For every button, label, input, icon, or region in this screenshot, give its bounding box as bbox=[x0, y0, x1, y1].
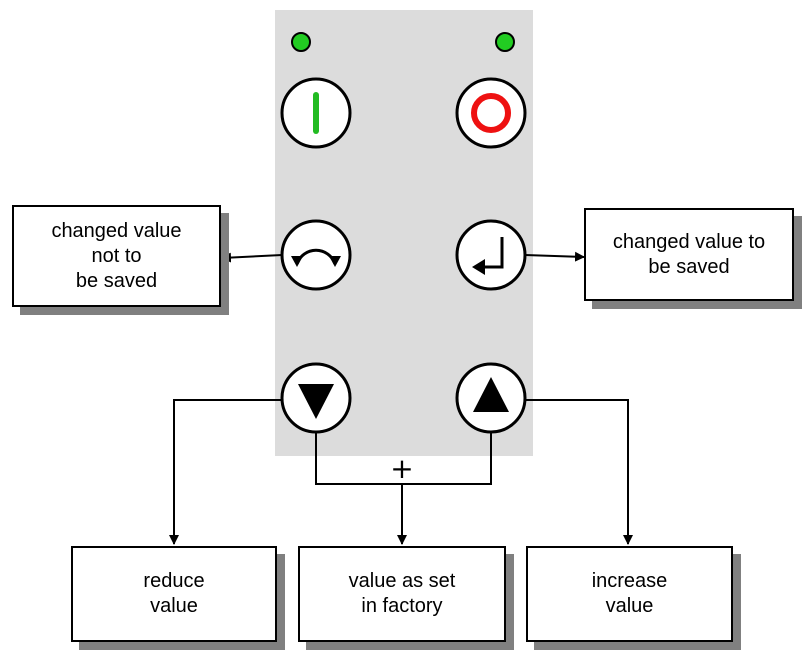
saved-box: changed value to be saved bbox=[584, 208, 794, 301]
not-saved-box: changed value not to be saved bbox=[12, 205, 221, 307]
reduce-value-box: reduce value bbox=[71, 546, 277, 642]
down-button[interactable] bbox=[280, 362, 352, 434]
enter-button[interactable] bbox=[455, 219, 527, 291]
arrow-not-saved bbox=[221, 252, 283, 263]
start-button[interactable] bbox=[280, 77, 352, 149]
cancel-button[interactable] bbox=[280, 219, 352, 291]
increase-value-box: increase value bbox=[526, 546, 733, 642]
stop-button[interactable] bbox=[455, 77, 527, 149]
factory-value-box: value as set in factory bbox=[298, 546, 506, 642]
combo-connector bbox=[315, 432, 492, 485]
enter-return-icon bbox=[472, 237, 504, 275]
up-button[interactable] bbox=[455, 362, 527, 434]
combo-plus-symbol: + bbox=[390, 452, 413, 485]
triangle-down-icon bbox=[298, 384, 334, 419]
triangle-up-icon bbox=[473, 377, 509, 412]
undo-arrows-icon bbox=[291, 248, 341, 267]
left-led bbox=[291, 32, 311, 52]
power-off-icon bbox=[471, 93, 511, 133]
arrow-increase bbox=[525, 399, 633, 545]
right-led bbox=[495, 32, 515, 52]
arrow-saved bbox=[524, 251, 585, 262]
arrow-reduce bbox=[169, 399, 282, 545]
